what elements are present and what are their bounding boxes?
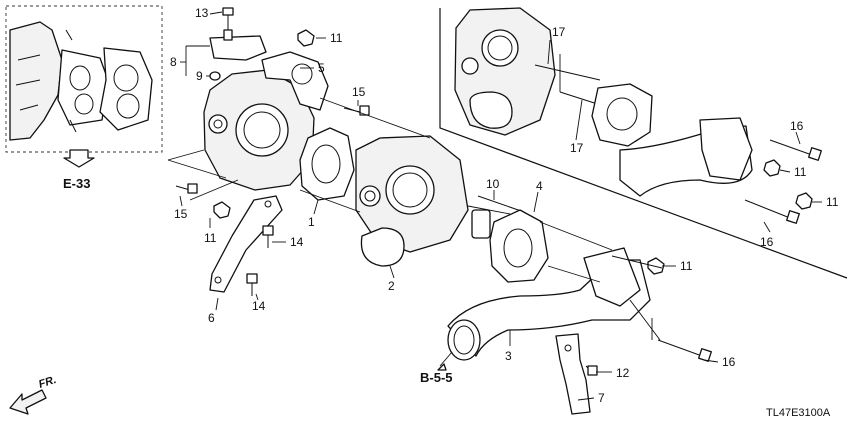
callout-11-mid[interactable]: 11: [680, 259, 693, 273]
callout-10[interactable]: 10: [486, 177, 500, 191]
callout-8[interactable]: 8: [170, 55, 177, 69]
callout-16-mid[interactable]: 16: [760, 235, 774, 249]
callout-9[interactable]: 9: [196, 69, 203, 83]
callout-11-right-a[interactable]: 11: [794, 165, 807, 179]
gasket-1: [299, 127, 355, 201]
pipe-3: [447, 247, 651, 361]
callout-6[interactable]: 6: [208, 311, 215, 325]
reference-b55[interactable]: B-5-5: [420, 351, 453, 385]
stud-10-gasket-4: [477, 195, 549, 283]
engine-reference-inset: [5, 5, 163, 153]
bracket-7: [555, 333, 591, 415]
callout-leaders: [179, 11, 822, 401]
callout-14-lower[interactable]: 14: [252, 299, 266, 313]
fasteners-main: [175, 29, 712, 376]
upper-right-assembly: [454, 7, 822, 224]
callout-3[interactable]: 3: [505, 349, 512, 363]
callout-15-top[interactable]: 15: [352, 85, 366, 99]
throttle-housing-main: [203, 7, 329, 191]
callout-13[interactable]: 13: [195, 6, 209, 20]
front-direction-arrow: FR.: [9, 374, 58, 415]
callout-17-bottom[interactable]: 17: [570, 141, 584, 155]
callout-11-left[interactable]: 11: [204, 231, 217, 245]
callout-5[interactable]: 5: [318, 61, 325, 75]
guide-lines: [167, 97, 663, 341]
callout-numbers: 13 11 8 9 5 15 1 2 10 4 15 11 14 14 6 11…: [170, 6, 839, 405]
callout-4[interactable]: 4: [536, 179, 543, 193]
bracket-6: [209, 195, 283, 293]
callout-7[interactable]: 7: [598, 391, 605, 405]
diagram-code: TL47E3100A: [766, 407, 831, 419]
callout-2[interactable]: 2: [388, 279, 395, 293]
throttle-body-2: [355, 135, 491, 267]
callout-16-top[interactable]: 16: [790, 119, 804, 133]
inset-frame-right: [439, 8, 848, 279]
callout-1[interactable]: 1: [308, 215, 315, 229]
callout-11-right-b[interactable]: 11: [826, 195, 839, 209]
callout-15-left[interactable]: 15: [174, 207, 188, 221]
callout-16-bottom[interactable]: 16: [722, 355, 736, 369]
callout-14-upper[interactable]: 14: [290, 235, 304, 249]
reference-arrow-e33[interactable]: E-33: [63, 149, 95, 191]
ref-e33-label[interactable]: E-33: [63, 176, 90, 191]
callout-11-top[interactable]: 11: [330, 31, 343, 45]
callout-12[interactable]: 12: [616, 366, 630, 380]
callout-17-top[interactable]: 17: [552, 25, 566, 39]
sensor-body: [209, 35, 267, 61]
ref-b55-label[interactable]: B-5-5: [420, 370, 453, 385]
stud-upper: [534, 64, 601, 81]
front-direction-label: FR.: [37, 374, 58, 391]
